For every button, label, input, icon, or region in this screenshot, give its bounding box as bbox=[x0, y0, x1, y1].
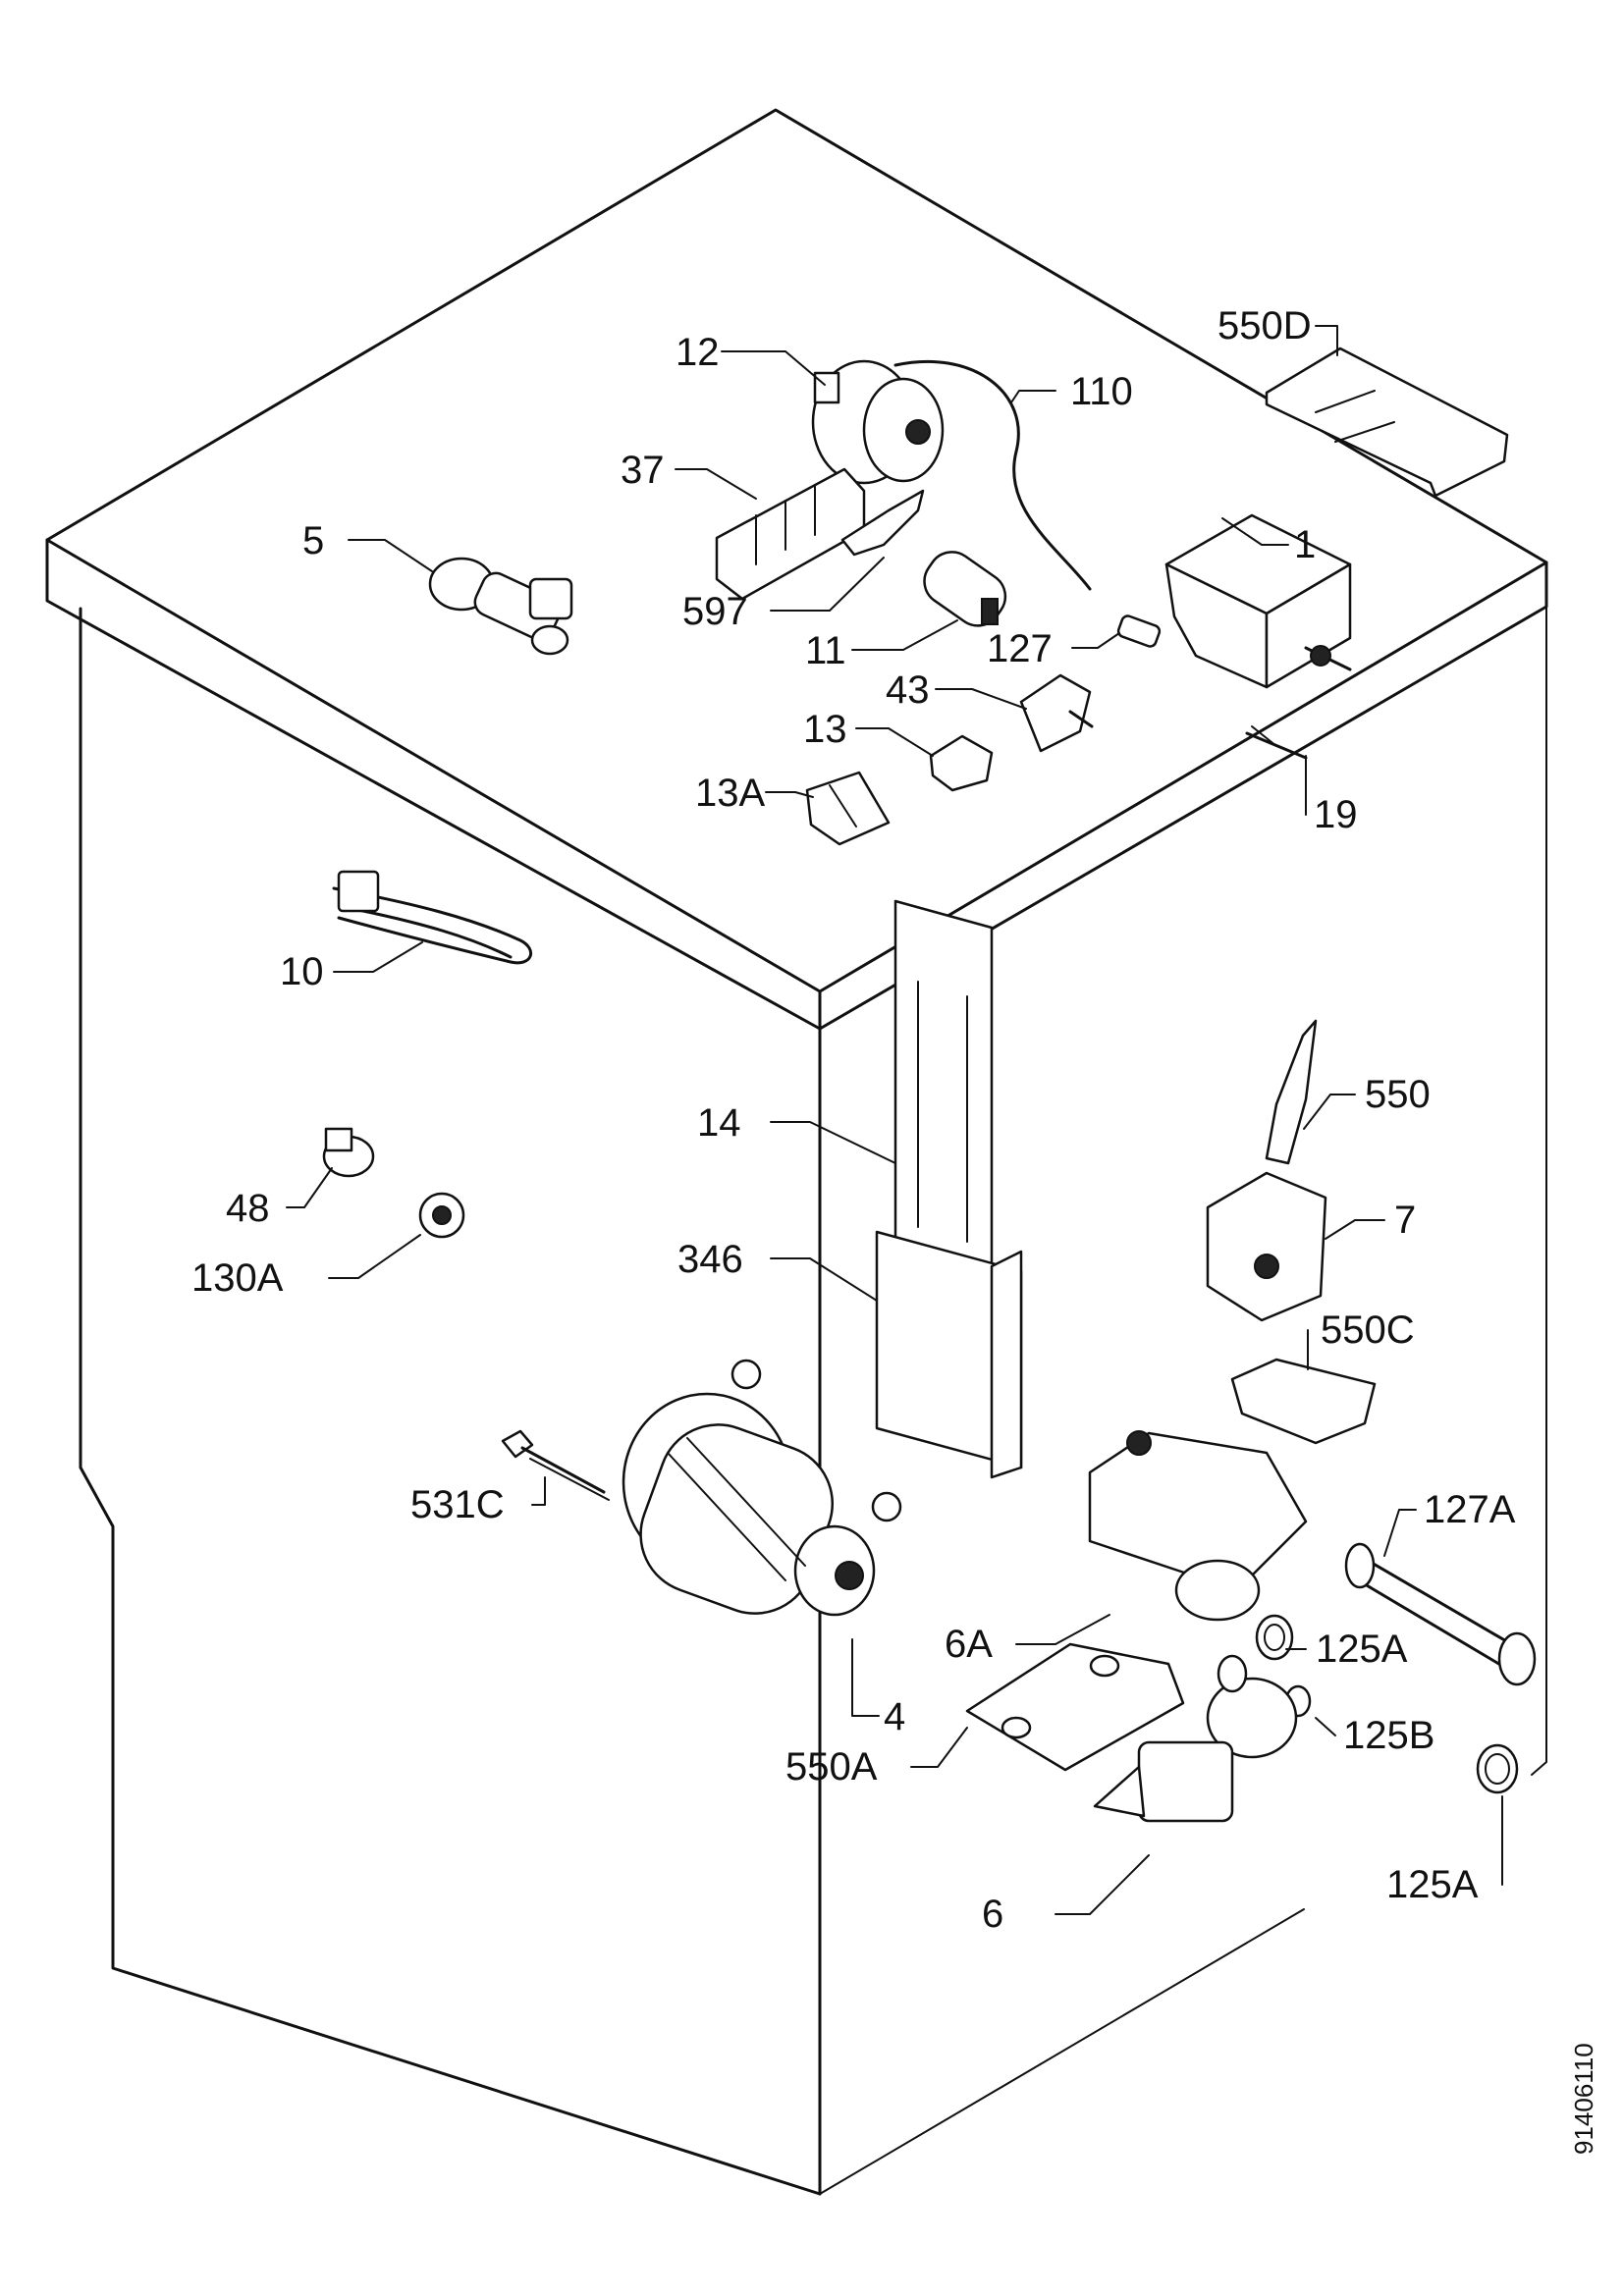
callout-346: 346 bbox=[677, 1238, 743, 1281]
callout-14: 14 bbox=[697, 1101, 741, 1145]
part-10-heating-element bbox=[332, 870, 533, 965]
part-6-drain-pump bbox=[1093, 1654, 1298, 1823]
part-5-inlet-valve bbox=[428, 557, 573, 656]
part-550D-cover-plate bbox=[1265, 347, 1509, 498]
part-14-detergent-drawer-front bbox=[893, 899, 994, 1278]
callout-550A: 550A bbox=[785, 1745, 878, 1789]
part-127-connector bbox=[1116, 614, 1162, 648]
part-19-cable-tie bbox=[1245, 725, 1308, 760]
part-597-clip bbox=[840, 489, 925, 557]
part-4-motor bbox=[622, 1359, 902, 1617]
callout-597: 597 bbox=[682, 590, 748, 633]
part-48-indicator-lamp bbox=[322, 1127, 375, 1178]
callout-5: 5 bbox=[302, 519, 324, 562]
callout-125B: 125B bbox=[1343, 1714, 1434, 1757]
callout-labels: 550D 12 110 37 1 5 597 11 127 43 13 13A … bbox=[191, 304, 1516, 1936]
callout-6: 6 bbox=[982, 1893, 1003, 1936]
callout-37: 37 bbox=[621, 449, 665, 492]
part-346-detergent-box bbox=[875, 1230, 1023, 1479]
callout-550C: 550C bbox=[1321, 1308, 1415, 1352]
part-43-switch bbox=[1019, 673, 1094, 753]
callout-43: 43 bbox=[886, 668, 930, 712]
callout-125A-upper: 125A bbox=[1316, 1628, 1408, 1671]
part-12-pressure-switch bbox=[811, 359, 945, 485]
part-110-hose bbox=[893, 359, 1092, 591]
part-13A-connector bbox=[805, 771, 891, 846]
part-125A-seal-lower bbox=[1476, 1743, 1519, 1794]
part-7-door-interlock bbox=[1206, 1171, 1327, 1322]
part-13-connector bbox=[929, 734, 994, 792]
callout-531C: 531C bbox=[410, 1483, 505, 1526]
callout-4: 4 bbox=[884, 1695, 905, 1738]
part-531C-bolt bbox=[501, 1429, 610, 1501]
callout-550: 550 bbox=[1365, 1073, 1431, 1116]
callout-13: 13 bbox=[803, 708, 847, 751]
callout-125A-lower: 125A bbox=[1386, 1863, 1479, 1906]
callout-110: 110 bbox=[1070, 370, 1133, 413]
callout-550D: 550D bbox=[1217, 304, 1312, 347]
part-127A-hose-pipe bbox=[1344, 1542, 1537, 1686]
leader-lines bbox=[286, 325, 1503, 1915]
document-id: 91406110 bbox=[1569, 2043, 1598, 2155]
callout-48: 48 bbox=[226, 1187, 270, 1230]
callout-11: 11 bbox=[805, 629, 846, 672]
part-550C-pad bbox=[1230, 1358, 1377, 1445]
part-6A-pump-cover bbox=[965, 1642, 1185, 1772]
callout-1: 1 bbox=[1294, 523, 1316, 566]
callout-12: 12 bbox=[676, 331, 720, 374]
callout-130A: 130A bbox=[191, 1256, 284, 1300]
callout-13A: 13A bbox=[695, 772, 765, 815]
part-130A-knob bbox=[418, 1192, 465, 1239]
callout-19: 19 bbox=[1314, 793, 1358, 836]
callout-127A: 127A bbox=[1424, 1488, 1516, 1531]
part-550-door-lever bbox=[1265, 1019, 1318, 1165]
callout-10: 10 bbox=[280, 950, 324, 993]
callout-7: 7 bbox=[1394, 1199, 1416, 1242]
part-11-capacitor bbox=[923, 551, 1007, 627]
part-125A-seal-upper bbox=[1255, 1614, 1294, 1661]
part-1-timer-module bbox=[1164, 513, 1352, 689]
callout-6A: 6A bbox=[945, 1623, 993, 1666]
callout-127: 127 bbox=[987, 627, 1053, 670]
part-pump-upper-housing bbox=[1088, 1430, 1308, 1622]
